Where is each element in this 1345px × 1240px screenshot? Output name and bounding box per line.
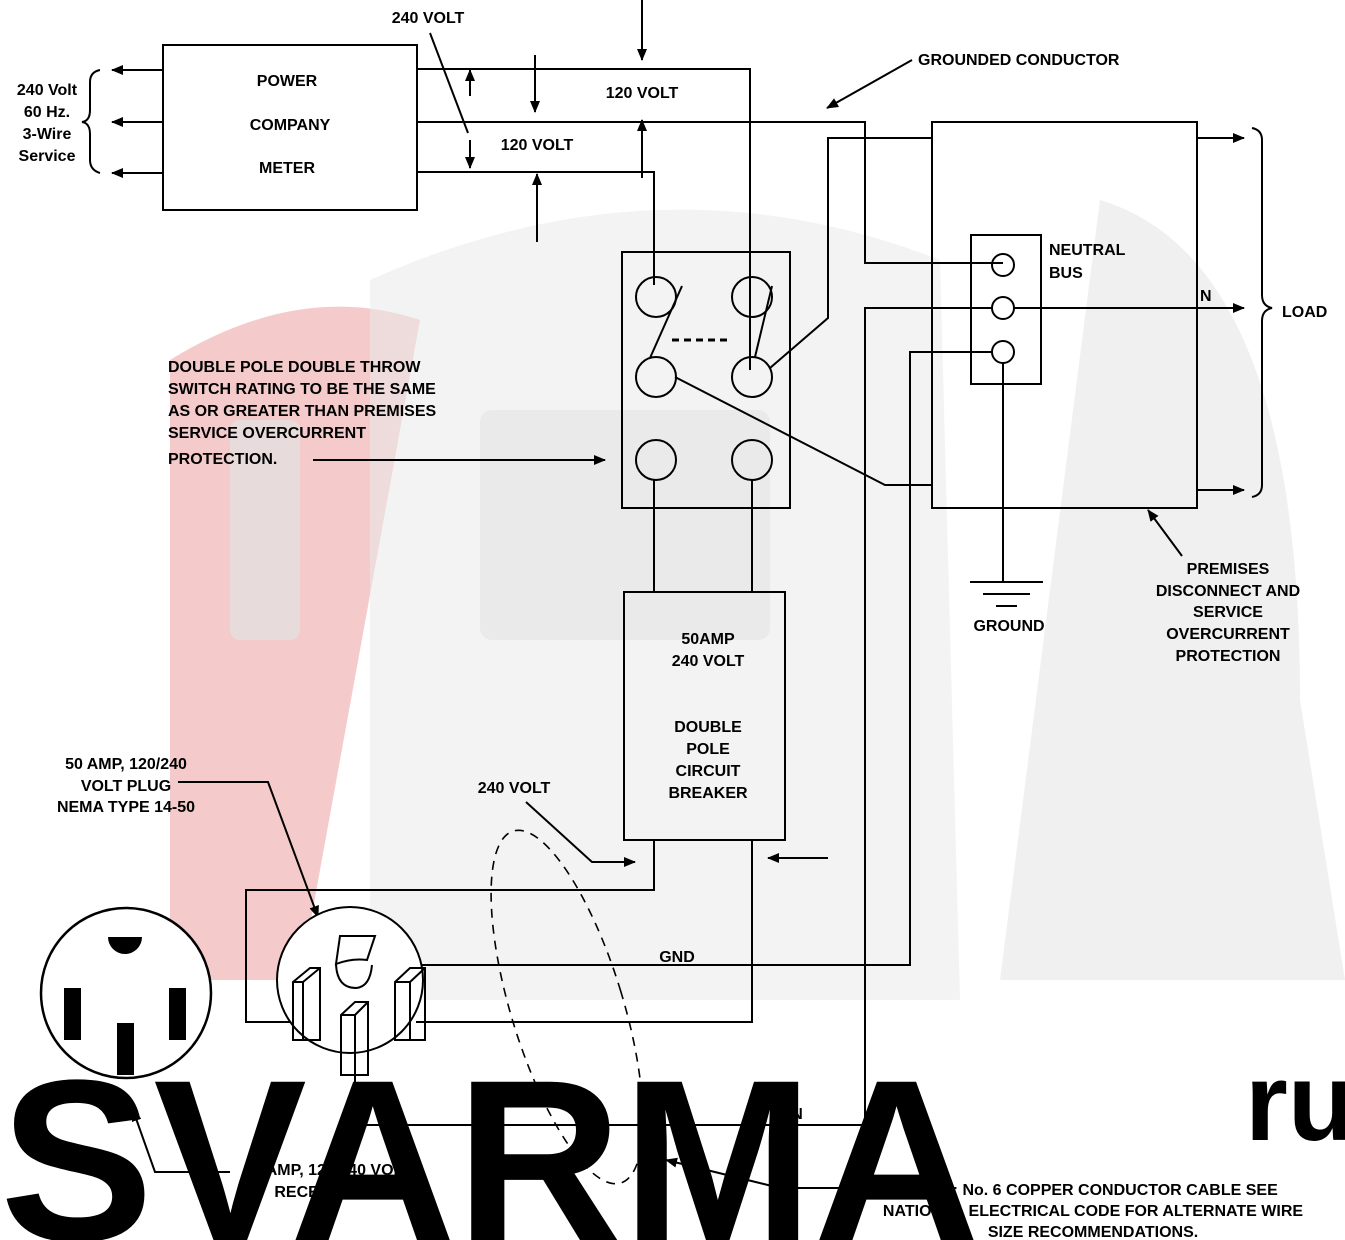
service-label-2: 60 Hz. — [24, 104, 70, 121]
breaker-rating-amp: 50AMP — [681, 631, 735, 648]
switch-note-2: SWITCH RATING TO BE THE SAME — [168, 381, 436, 398]
service-label-1: 240 Volt — [17, 82, 78, 99]
plug-label-1: 50 AMP, 120/240 — [65, 756, 187, 773]
switch-note-1: DOUBLE POLE DOUBLE THROW — [168, 359, 421, 376]
breaker-label-3: CIRCUIT — [676, 763, 741, 780]
breaker-box — [623, 591, 786, 841]
service-label-3: 3-Wire — [23, 126, 72, 143]
voltage-120-lower: 120 VOLT — [501, 137, 574, 154]
plug-face — [276, 906, 424, 1054]
switch-note-5: PROTECTION. — [168, 451, 277, 468]
switch-note-3: AS OR GREATER THAN PREMISES — [168, 403, 437, 420]
voltage-240-breaker: 240 VOLT — [478, 780, 551, 797]
note-line-1: NOTE: No. 6 COPPER CONDUCTOR CABLE SEE — [908, 1182, 1278, 1199]
premises-box — [931, 121, 1198, 509]
neutral-bus-box — [970, 234, 1042, 385]
load-n-label: N — [1200, 288, 1212, 305]
receptacle-face — [39, 906, 213, 1080]
premises-label-1: PREMISES — [1187, 561, 1270, 578]
wiring — [39, 0, 1273, 1189]
premises-label-4: OVERCURRENT — [1166, 626, 1290, 643]
note-line-3: SIZE RECOMMENDATIONS. — [988, 1224, 1198, 1240]
switch-note-4: SERVICE OVERCURRENT — [168, 425, 366, 442]
breaker-label-1: DOUBLE — [674, 719, 742, 736]
meter-box — [162, 44, 418, 211]
breaker-label-2: POLE — [686, 741, 730, 758]
neutral-bus-label-1: NEUTRAL — [1049, 242, 1126, 259]
premises-label-5: PROTECTION — [1176, 648, 1281, 665]
meter-label-power: POWER — [257, 73, 318, 90]
cable-ellipse — [490, 829, 644, 1185]
load-label: LOAD — [1282, 304, 1327, 321]
receptacle-slots — [64, 937, 186, 1075]
meter-label-meter: METER — [259, 160, 315, 177]
meter-label-company: COMPANY — [250, 117, 331, 134]
note-line-2: NATIONAL ELECTRICAL CODE FOR ALTERNATE W… — [883, 1203, 1303, 1220]
gnd-label: GND — [659, 949, 695, 966]
plug-label-3: NEMA TYPE 14-50 — [57, 799, 195, 816]
premises-label-3: SERVICE — [1193, 604, 1263, 621]
dpdt-switch — [621, 251, 791, 509]
neutral-bus-label-2: BUS — [1049, 265, 1083, 282]
receptacle-label-1: 50 AMP, 120/240 VOLT — [244, 1162, 412, 1179]
breaker-rating-volt: 240 VOLT — [672, 653, 745, 670]
labels: 240 Volt 60 Hz. 3-Wire Service POWER COM… — [17, 10, 1327, 1240]
n-wire-label: N — [791, 1106, 803, 1123]
ground-label: GROUND — [973, 618, 1044, 635]
watermark: SVARMA ru — [0, 200, 1345, 1240]
voltage-120-upper: 120 VOLT — [606, 85, 679, 102]
plug-label-2: VOLT PLUG — [81, 778, 171, 795]
receptacle-label-2: RECEPTACLE — [274, 1184, 382, 1201]
grounded-conductor-label: GROUNDED CONDUCTOR — [918, 52, 1120, 69]
breaker-label-4: BREAKER — [668, 785, 748, 802]
watermark-suffix: ru — [1245, 1041, 1345, 1164]
service-label-4: Service — [19, 148, 76, 165]
premises-label-2: DISCONNECT AND — [1156, 583, 1300, 600]
voltage-240-top: 240 VOLT — [392, 10, 465, 27]
